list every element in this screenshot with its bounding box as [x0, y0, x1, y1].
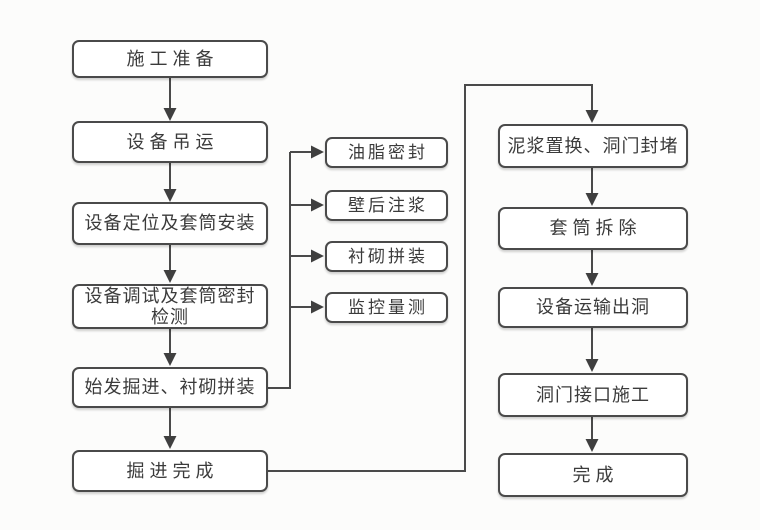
node-label: 泥浆置换、洞门封堵 — [507, 135, 679, 156]
node-complete: 完成 — [498, 453, 688, 497]
node-grease-seal: 油脂密封 — [325, 137, 448, 168]
node-label: 油脂密封 — [348, 143, 428, 162]
node-slurry-replacement-portal-sealing: 泥浆置换、洞门封堵 — [498, 124, 688, 168]
node-equipment-commissioning-sleeve-seal-inspection: 设备调试及套筒密封 检测 — [72, 284, 268, 329]
node-label: 洞门接口施工 — [536, 384, 650, 405]
node-construction-preparation: 施工准备 — [72, 40, 268, 78]
node-portal-interface-construction: 洞门接口施工 — [498, 373, 688, 417]
node-label: 壁后注浆 — [348, 196, 428, 215]
node-label: 套筒拆除 — [549, 218, 642, 238]
node-label: 设备定位及套筒安装 — [84, 213, 256, 233]
node-initial-excavation-lining-assembly: 始发掘进、衬砌拼装 — [72, 367, 268, 408]
branch-trunk-line — [268, 152, 291, 389]
node-label: 完成 — [572, 464, 619, 485]
node-label: 监控量测 — [348, 298, 428, 317]
node-label: 设备运输出洞 — [536, 297, 650, 317]
node-backfill-grouting: 壁后注浆 — [325, 190, 448, 221]
node-label-line2: 检测 — [151, 306, 189, 327]
node-excavation-complete: 掘进完成 — [72, 450, 268, 492]
node-label: 始发掘进、衬砌拼装 — [84, 377, 256, 397]
node-lining-assembly: 衬砌拼装 — [325, 241, 448, 272]
node-label: 衬砌拼装 — [348, 247, 428, 266]
node-monitoring-measurement: 监控量测 — [325, 292, 448, 323]
node-equipment-lifting: 设备吊运 — [72, 121, 268, 163]
node-label: 施工准备 — [126, 48, 219, 69]
node-equipment-positioning-sleeve-installation: 设备定位及套筒安装 — [72, 202, 268, 245]
node-sleeve-removal: 套筒拆除 — [498, 207, 688, 250]
node-label: 设备吊运 — [126, 131, 219, 152]
arrow-complete-to-slurry-replacement — [268, 84, 599, 472]
node-equipment-transport-out: 设备运输出洞 — [498, 287, 688, 328]
node-label-line1: 设备调试及套筒密封 — [84, 285, 256, 306]
node-label: 掘进完成 — [126, 460, 219, 481]
